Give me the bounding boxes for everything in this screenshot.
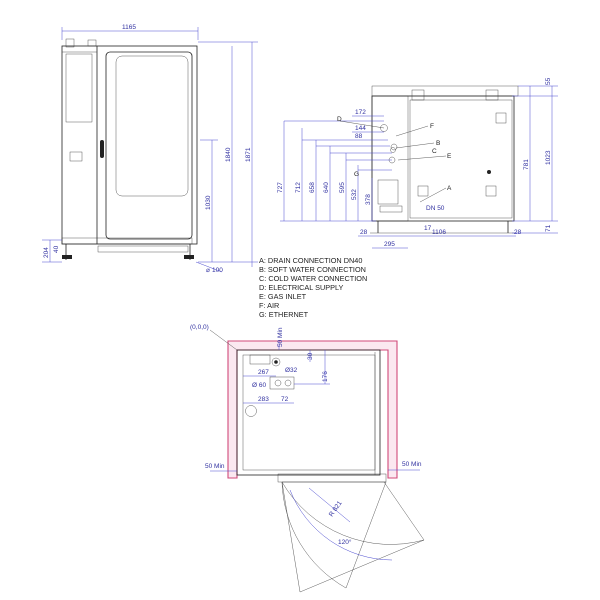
dim-28-left: 28 [360, 229, 368, 236]
clear-top: 50 Min [277, 327, 284, 347]
dim-658: 658 [309, 182, 316, 193]
origin-label: (0,0,0) [190, 324, 209, 331]
dim-phi60: Ø 60 [252, 382, 266, 389]
display-icon [69, 151, 83, 162]
legend-b: B: SOFT WATER CONNECTION [259, 265, 366, 274]
oven-footprint [236, 349, 381, 476]
dim-144: 144 [355, 125, 366, 132]
dim-378: 378 [365, 194, 372, 205]
front-view: 1165 1871 1840 1030 204 40 ⌀ 100 [42, 24, 258, 274]
dim-640: 640 [323, 182, 330, 193]
legend-a: A: DRAIN CONNECTION DN40 [259, 256, 362, 265]
dim-532: 532 [351, 189, 358, 200]
dim-595: 595 [339, 182, 346, 193]
legend-d: D: ELECTRICAL SUPPLY [259, 283, 343, 292]
connection-letter-d: D [337, 116, 342, 123]
dim-width: 1165 [122, 24, 136, 31]
dim-40: 40 [53, 245, 60, 253]
legend-f: F: AIR [259, 301, 279, 310]
dim-72: 72 [281, 396, 289, 403]
door-handle [100, 140, 104, 158]
connection-letter-b: B [436, 140, 440, 147]
plan-view: (0,0,0) 50 Min 50 Min 50 Min 267 30 Ø32 … [190, 324, 425, 593]
dim-172: 172 [355, 109, 366, 116]
door-swing-arc [281, 481, 425, 545]
dim-267: 267 [258, 369, 269, 376]
dim-dn50: DN 50 [426, 205, 445, 212]
dim-204: 204 [43, 247, 50, 258]
connection-letter-a: A [447, 185, 452, 192]
clear-right: 50 Min [402, 461, 422, 468]
control-panel [65, 53, 93, 123]
dim-1030: 1030 [205, 195, 212, 210]
connection-legend: A: DRAIN CONNECTION DN40 B: SOFT WATER C… [259, 256, 367, 319]
dim-88: 88 [355, 133, 363, 140]
dim-1840: 1840 [225, 147, 232, 162]
dim-712: 712 [295, 182, 302, 193]
dim-781: 781 [523, 159, 530, 170]
door-window [115, 55, 189, 197]
dim-1871: 1871 [245, 147, 252, 162]
dim-283: 283 [258, 396, 269, 403]
connection-letter-f: F [430, 123, 434, 130]
dim-28-right: 28 [514, 229, 522, 236]
dim-295: 295 [384, 241, 395, 248]
legend-c: C: COLD WATER CONNECTION [259, 274, 367, 283]
svg-text:100: 100 [212, 267, 223, 274]
side-body [371, 95, 515, 222]
dim-30: 30 [307, 352, 314, 360]
dim-1106: 1106 [432, 229, 446, 236]
connection-letter-c: C [432, 148, 437, 155]
side-view: 55 1023 781 71 727 712 658 640 595 532 3… [277, 77, 558, 249]
connection-letter-g: G [354, 171, 359, 178]
wall [227, 340, 398, 479]
connection-letter-e: E [447, 153, 452, 160]
legend-e: E: GAS INLET [259, 292, 307, 301]
clear-left: 50 Min [205, 463, 225, 470]
dim-727: 727 [277, 182, 284, 193]
door-angle: 120° [338, 538, 352, 546]
dim-55: 55 [545, 77, 552, 85]
dim-176: 176 [322, 371, 329, 382]
dim-1023: 1023 [545, 150, 552, 165]
dim-100: ⌀ [206, 267, 210, 274]
oven-cabinet [61, 45, 198, 245]
door-frame [105, 51, 193, 240]
legend-g: G: ETHERNET [259, 310, 309, 319]
dim-phi32: Ø32 [285, 367, 298, 374]
door-radius: R 821 [328, 500, 344, 519]
dim-17: 17 [424, 225, 432, 232]
dim-71: 71 [545, 224, 552, 232]
